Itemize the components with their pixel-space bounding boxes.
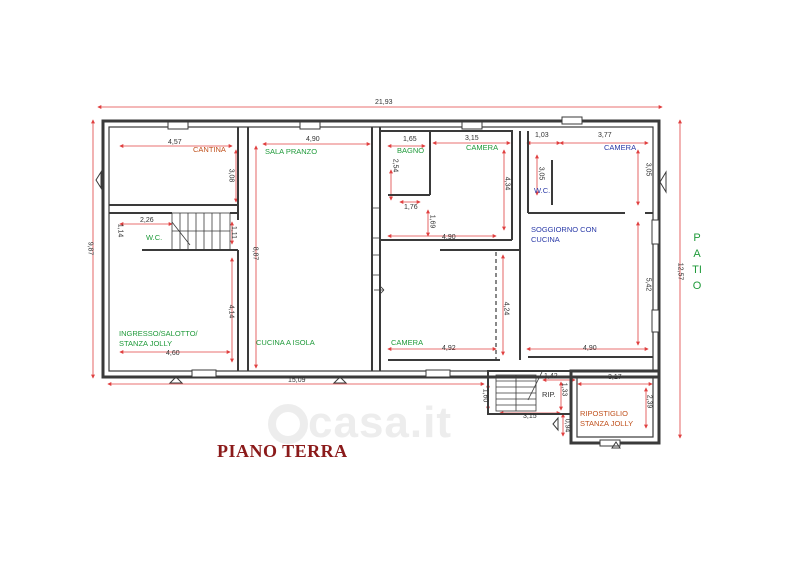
dim-bagno-side: 1,69 [428, 214, 436, 229]
dim-rip-width: 1,42 [544, 373, 558, 380]
room-soggiorno-line2: CUCINA [531, 235, 560, 244]
dim-camera-top-width: 3,15 [465, 135, 479, 142]
room-rip: RIP. [542, 390, 556, 399]
dim-cantina-height: 3,08 [227, 168, 235, 183]
dim-rip-height: 1,33 [560, 382, 568, 397]
room-wc-left: W.C. [146, 233, 163, 242]
patio-label: PATIO [690, 230, 704, 294]
room-cucina-isola: CUCINA A ISOLA [256, 338, 315, 347]
dim-total-height: 9,87 [86, 241, 94, 256]
dim-camera-right-h1: 3,05 [537, 166, 545, 181]
patio-text: PATIO [692, 232, 702, 292]
dim-ripostiglio-width: 3,17 [608, 374, 622, 381]
dim-patio-height: 12,57 [676, 262, 684, 281]
dim-ingresso-width: 4,60 [166, 350, 180, 357]
room-ripostiglio-line2: STANZA JOLLY [580, 419, 634, 428]
plan-title: PIANO TERRA [217, 441, 348, 461]
dim-soggiorno-width: 4,90 [583, 345, 597, 352]
dim-camera-right-w2: 3,77 [598, 132, 612, 139]
room-bagno: BAGNO [397, 146, 425, 155]
room-ingresso-line2: STANZA JOLLY [119, 339, 173, 348]
room-ingresso-line1: INGRESSO/SALOTTO/ [119, 329, 198, 338]
dim-camera-right-w1: 1,03 [535, 132, 549, 139]
dim-camera-center-width: 4,92 [442, 345, 456, 352]
dim-ingresso-height: 4,14 [227, 304, 235, 319]
dim-camera-top-height: 4,34 [503, 176, 511, 191]
dim-wc-width: 2,26 [140, 217, 154, 224]
dimension-lines [91, 105, 682, 439]
doors [371, 207, 385, 295]
room-ripostiglio-line1: RIPOSTIGLIO [580, 409, 628, 418]
stairs-lower [495, 371, 543, 412]
dim-sala-width: 4,90 [306, 136, 320, 143]
room-camera-center: CAMERA [391, 338, 424, 347]
watermark-text: casa.it [308, 398, 452, 447]
watermark-logo-icon [268, 404, 308, 444]
dim-cantina-width: 4,57 [168, 139, 182, 146]
dim-wc-height-2: 1,11 [230, 225, 238, 240]
dim-bagno-low: 1,76 [404, 204, 418, 211]
dim-bottom-width: 15,09 [288, 377, 306, 384]
stairs-upper [171, 212, 231, 251]
dim-camera-right-h2: 3,05 [644, 162, 652, 177]
room-soggiorno-line1: SOGGIORNO CON [531, 225, 597, 234]
entry-triangles [95, 170, 667, 449]
dim-bagno-width: 1,65 [403, 136, 417, 143]
dim-annex-height: 0,94 [563, 418, 571, 433]
dim-total-width: 21,93 [375, 99, 393, 106]
room-camera-top-center: CAMERA [466, 143, 499, 152]
dim-wc-height: 1,14 [116, 223, 124, 238]
dim-bagno-height: 2,54 [391, 158, 399, 173]
room-wc-right: W.C. [534, 186, 551, 195]
windows [167, 116, 660, 447]
walls [101, 119, 661, 445]
dim-stair-height: 1,60 [481, 388, 489, 403]
dim-corridor-width: 4,90 [442, 234, 456, 241]
dim-ripostiglio-height: 2,39 [645, 394, 653, 409]
room-camera-top-right: CAMERA [604, 143, 637, 152]
room-cantina: CANTINA [193, 145, 226, 154]
dim-annex-width: 3,15 [523, 413, 537, 420]
room-sala-pranzo: SALA PRANZO [265, 147, 318, 156]
dim-soggiorno-height: 5,42 [644, 277, 652, 292]
dim-sala-height: 8,87 [251, 246, 259, 261]
dim-camera-center-height: 4,24 [502, 301, 510, 316]
